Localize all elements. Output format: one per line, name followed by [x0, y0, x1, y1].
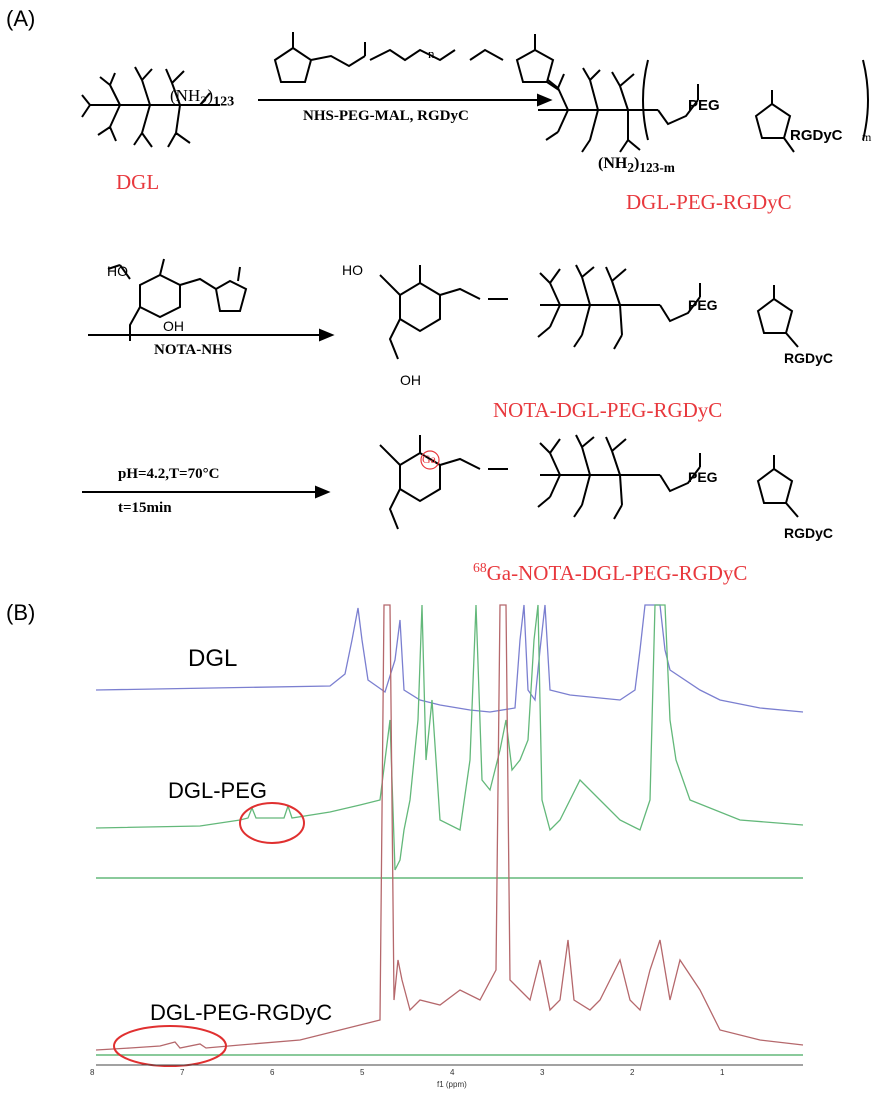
panel-b-label: (B): [6, 600, 36, 625]
tick-3: 3: [540, 1068, 545, 1077]
dgl-peg-rgdyc-structure: [538, 59, 869, 153]
rgdyc-label-3: RGDyC: [784, 525, 834, 541]
ga-nota-name: 68Ga-NOTA-DGL-PEG-RGDyC: [473, 560, 748, 585]
label-dgl: DGL: [188, 645, 238, 672]
step1-reagents: NHS-PEG-MAL, RGDyC: [303, 108, 469, 124]
ga-circle: [420, 450, 440, 470]
spectrum-dgl-peg: [95, 604, 804, 871]
ga-atom: Ga: [422, 452, 436, 466]
label-dgl-peg: DGL-PEG: [168, 778, 268, 803]
spectrum-dgl-peg-rgdyc: [95, 604, 804, 1051]
nota-dgl-structure: [379, 264, 799, 360]
step3-conditions: pH=4.2,T=70°C: [118, 466, 220, 482]
dgl-dendrimer: [81, 66, 220, 148]
ga-complex-structure: [379, 434, 799, 530]
step2-reagents: NOTA-NHS: [154, 342, 233, 358]
nota-nhs-structure: [107, 258, 248, 341]
label-dgl-peg-rgdyc: DGL-PEG-RGDyC: [150, 1000, 333, 1025]
rgdyc-label-2: RGDyC: [784, 350, 834, 366]
dgl-name: DGL: [116, 170, 160, 194]
nh2-group: (NH2)123: [170, 86, 235, 110]
x-axis-title: f1 (ppm): [437, 1080, 467, 1089]
peg-label-3: PEG: [688, 469, 718, 485]
tick-8: 8: [90, 1068, 95, 1077]
nota-dgl-name: NOTA-DGL-PEG-RGDyC: [493, 398, 723, 422]
nh2-remaining: (NH2)123-m: [598, 155, 675, 176]
step3-time: t=15min: [118, 500, 172, 516]
dgl-peg-rgdyc-name: DGL-PEG-RGDyC: [626, 190, 792, 214]
highlight-ellipse-1: [239, 802, 305, 844]
panel-a-label: (A): [6, 6, 36, 31]
product2-oh-label: OH: [400, 372, 421, 388]
rgdyc-label-1: RGDyC: [790, 127, 843, 144]
peg-label-1: PEG: [688, 97, 720, 114]
nota-ho-label: HO: [107, 263, 128, 279]
spectrum-dgl: [95, 604, 804, 713]
tick-5: 5: [360, 1068, 365, 1077]
peg-label-2: PEG: [688, 297, 718, 313]
tick-1: 1: [720, 1068, 725, 1077]
product2-ho-label: HO: [342, 262, 363, 278]
product-repeat-m: m: [862, 130, 872, 144]
tick-2: 2: [630, 1068, 635, 1077]
highlight-ellipse-2: [113, 1025, 227, 1067]
tick-4: 4: [450, 1068, 455, 1077]
nhs-peg-mal-structure: [273, 32, 560, 91]
nota-oh-label: OH: [163, 318, 184, 334]
x-axis-ticks: 8 7 6 5 4 3 2 1: [90, 1068, 810, 1082]
tick-6: 6: [270, 1068, 275, 1077]
peg-repeat-n: n: [428, 46, 435, 61]
tick-7: 7: [180, 1068, 185, 1077]
